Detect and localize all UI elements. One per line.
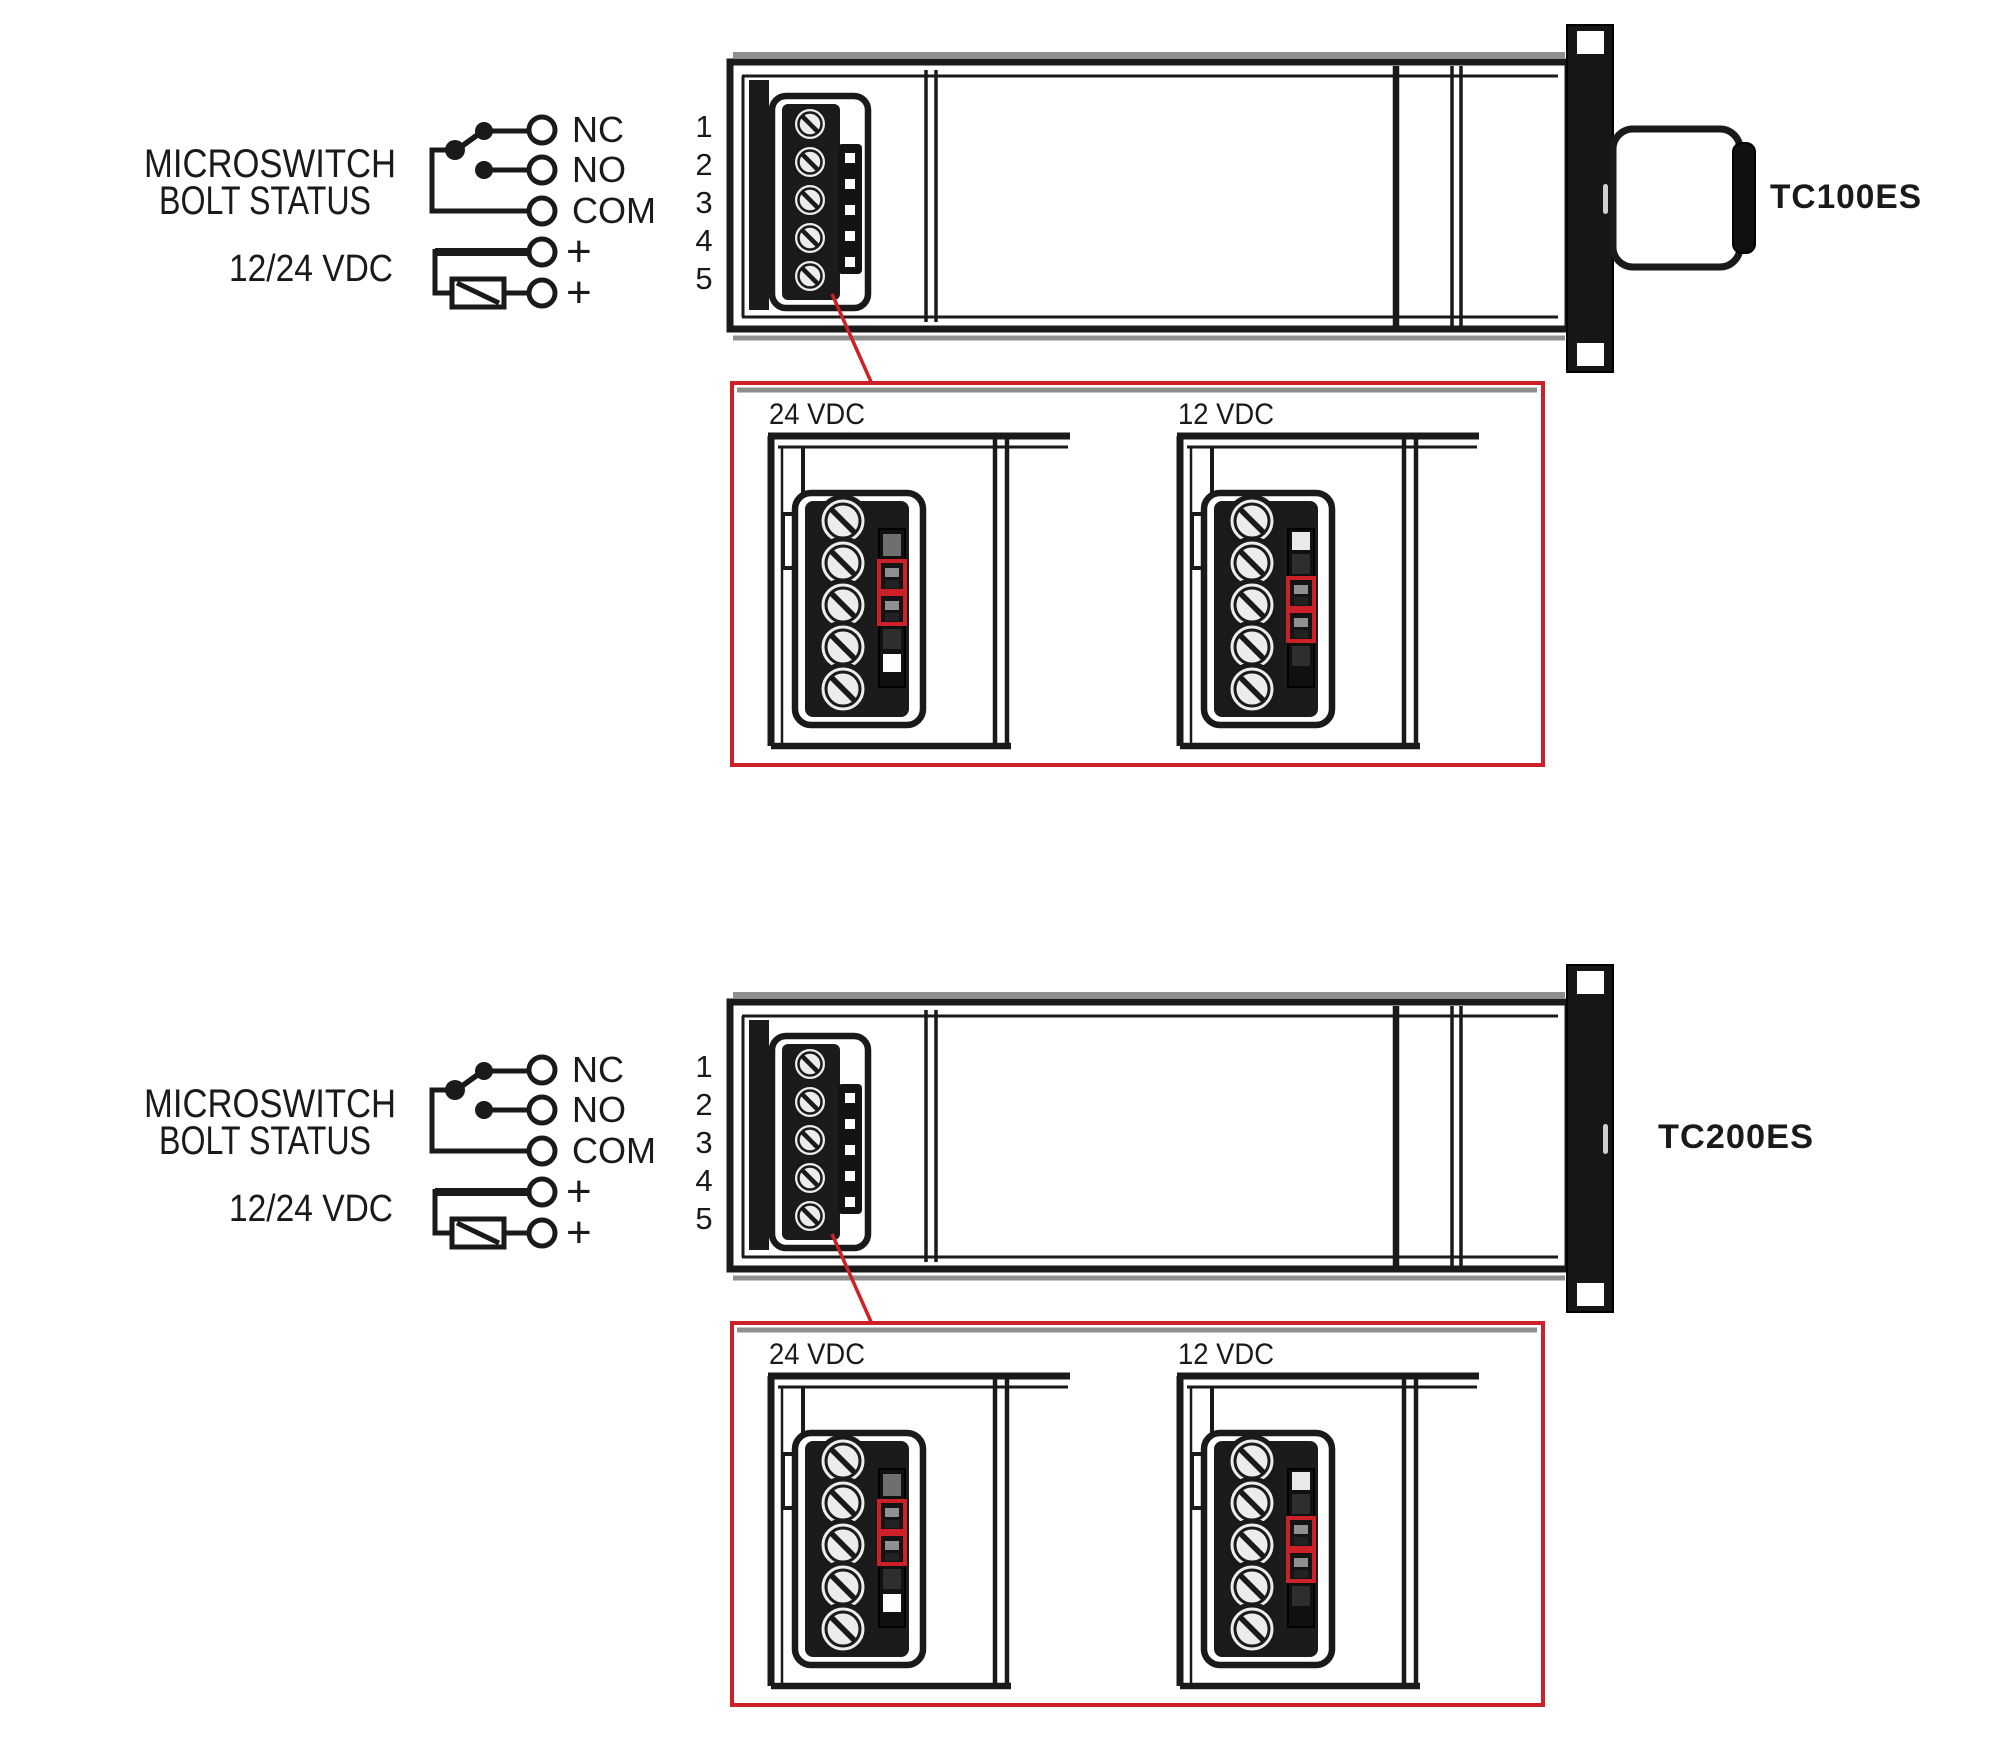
microswitch-label-line1: MICROSWITCH [144, 1082, 396, 1126]
terminal-label-nc: NC [572, 1049, 624, 1090]
detail-24vdc-label: 24 VDC [769, 1338, 865, 1371]
microswitch-label-line1: MICROSWITCH [144, 142, 396, 186]
terminal-label-plus1: + [566, 227, 592, 276]
pin-number-5: 5 [695, 1201, 712, 1236]
device-name-label: TC200ES [1658, 1118, 1814, 1156]
detail-leader-line [830, 1233, 874, 1325]
microswitch-schematic [432, 1057, 555, 1247]
power-label: 12/24 VDC [229, 1188, 393, 1230]
terminal-label-plus2: + [566, 1208, 592, 1257]
microswitch-schematic [432, 117, 555, 307]
detail-12vdc-drawing [1177, 1376, 1479, 1686]
pin-number-2: 2 [695, 147, 712, 182]
pin-number-4: 4 [695, 223, 712, 258]
detail-12vdc-label: 12 VDC [1178, 1338, 1274, 1371]
detail-12vdc-label: 12 VDC [1178, 398, 1274, 431]
terminal-label-plus1: + [566, 1167, 592, 1216]
rear-connector [1609, 125, 1756, 271]
diagram-tc200es: MICROSWITCH BOLT STATUS 12/24 VDC NC NO … [144, 965, 1814, 1707]
detail-24vdc-drawing [768, 436, 1070, 746]
device-name-label: TC100ES [1770, 178, 1922, 216]
pin-number-4: 4 [695, 1163, 712, 1198]
detail-leader-line [830, 293, 874, 385]
device-body-tc200es [730, 965, 1613, 1312]
detail-24vdc-drawing [768, 1376, 1070, 1686]
terminal-label-com: COM [572, 1130, 656, 1171]
pin-number-1: 1 [695, 109, 712, 144]
power-label: 12/24 VDC [229, 248, 393, 290]
detail-24vdc-label: 24 VDC [769, 398, 865, 431]
terminal-label-com: COM [572, 190, 656, 231]
diagram-tc100es: MICROSWITCH BOLT STATUS 12/24 VDC NC NO … [144, 25, 1922, 767]
pin-number-1: 1 [695, 1049, 712, 1084]
terminal-label-plus2: + [566, 268, 592, 317]
pin-number-2: 2 [695, 1087, 712, 1122]
pin-number-3: 3 [695, 1125, 712, 1160]
terminal-label-no: NO [572, 149, 626, 190]
detail-box [730, 381, 1545, 767]
pin-number-5: 5 [695, 261, 712, 296]
terminal-label-no: NO [572, 1089, 626, 1130]
microswitch-label-line2: BOLT STATUS [159, 179, 371, 223]
microswitch-label-line2: BOLT STATUS [159, 1119, 371, 1163]
detail-box [730, 1321, 1545, 1707]
terminal-label-nc: NC [572, 109, 624, 150]
pin-number-3: 3 [695, 185, 712, 220]
detail-12vdc-drawing [1177, 436, 1479, 746]
device-body-tc100es [730, 25, 1613, 372]
